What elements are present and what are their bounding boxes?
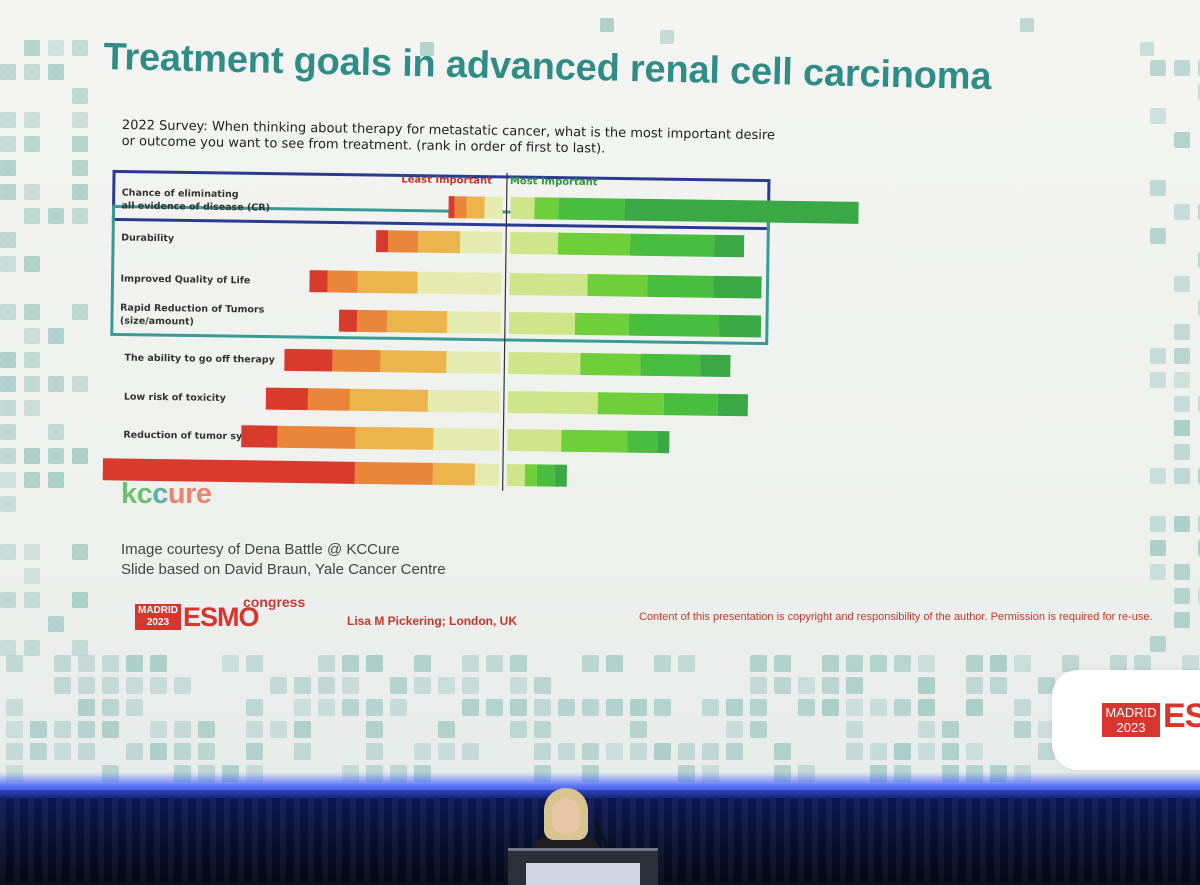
bar-segment-right <box>558 197 625 221</box>
bar-segment-right <box>507 428 562 452</box>
bar-segment-right <box>557 232 631 256</box>
bar-segment-left <box>459 231 503 254</box>
esmo-madrid-text: MADRID <box>138 605 178 616</box>
bar-segment-right <box>700 354 731 378</box>
corner-esmo-wordmark: ESM <box>1163 697 1200 735</box>
category-label: The ability to go off therapy <box>124 353 275 366</box>
bar-segment-right <box>647 274 714 298</box>
most-important-label: Most Important <box>510 176 598 188</box>
least-important-label: Least Important <box>401 174 492 186</box>
bar-segment-right <box>509 231 559 255</box>
bar-segment-right <box>507 390 599 415</box>
bar-segment-left <box>265 387 309 411</box>
bar-segment-right <box>718 314 762 338</box>
bar-segment-left <box>454 196 467 219</box>
bar-segment-right <box>597 392 665 416</box>
bar-segment-left <box>433 427 500 451</box>
bar-segment-right <box>509 272 588 297</box>
bar-segment-right <box>627 430 658 454</box>
highlight-box-1 <box>110 204 771 346</box>
slide-source-credit: Slide based on David Braun, Yale Cancer … <box>121 561 446 578</box>
bar-segment-right <box>657 431 670 454</box>
bar-segment-left <box>375 230 389 253</box>
bar-segment-left <box>327 270 358 293</box>
bar-segment-left <box>417 230 461 254</box>
bar-segment-left <box>284 348 333 372</box>
bar-segment-right <box>640 353 701 377</box>
bar-segment-left <box>484 196 503 219</box>
category-label: Improved Quality of Life <box>120 274 250 287</box>
bar-segment-left <box>448 196 455 219</box>
center-axis-line <box>502 172 508 491</box>
podium-monitor <box>526 863 640 885</box>
esmo-congress-text: congress <box>243 594 306 610</box>
category-label: Low risk of toxicity <box>124 392 227 404</box>
bar-segment-left <box>474 463 499 486</box>
bar-segment-right <box>508 351 581 375</box>
esmo-year-text: 2023 <box>146 617 170 628</box>
bar-segment-left <box>466 196 485 219</box>
category-label: (size/amount) <box>120 316 194 328</box>
bar-segment-right <box>628 313 720 337</box>
bar-segment-right <box>717 393 748 417</box>
bar-segment-left <box>241 425 278 448</box>
bar-segment-right <box>663 393 718 416</box>
kccure-logo: kccure <box>121 478 212 510</box>
category-label: Chance of eliminating <box>122 188 239 201</box>
esmo-wordmark: ESMO <box>183 602 260 632</box>
bar-segment-right <box>506 463 525 487</box>
category-label: Rapid Reduction of Tumors <box>120 303 265 316</box>
bar-segment-left <box>417 271 502 295</box>
bar-segment-right <box>510 196 535 220</box>
category-label: Durability <box>121 233 175 245</box>
bar-segment-right <box>536 464 555 487</box>
bar-segment-left <box>357 270 418 294</box>
bar-segment-right <box>534 197 559 220</box>
bar-segment-left <box>387 230 419 253</box>
category-label: all evidence of disease (CR) <box>121 201 270 214</box>
bar-segment-left <box>432 462 475 486</box>
bar-segment-right <box>580 352 641 376</box>
bar-segment-left <box>332 349 381 373</box>
bar-segment-left <box>355 426 434 450</box>
image-credit: Image courtesy of Dena Battle @ KCCure <box>121 541 400 558</box>
corner-madrid-text: MADRID <box>1105 705 1157 720</box>
bar-segment-right <box>713 234 745 258</box>
esmo-madrid-badge: MADRID 2023 <box>135 604 181 630</box>
bar-segment-right <box>574 312 630 336</box>
corner-year-text: 2023 <box>1116 720 1146 735</box>
bar-segment-right <box>561 429 628 453</box>
bar-segment-left <box>307 388 351 411</box>
speaker-face <box>552 798 580 834</box>
bar-segment-left <box>380 350 447 374</box>
bar-segment-right <box>587 274 648 297</box>
bar-segment-left <box>277 425 356 449</box>
bar-segment-right <box>624 198 859 224</box>
bar-segment-left <box>427 389 501 413</box>
bar-segment-right <box>524 464 537 487</box>
bar-segment-left <box>446 311 502 334</box>
bar-segment-left <box>102 458 356 484</box>
podium <box>508 848 658 885</box>
presenter-name: Lisa M Pickering; London, UK <box>347 614 518 628</box>
bar-segment-left <box>354 461 434 485</box>
corner-madrid-badge: MADRID 2023 <box>1102 703 1160 737</box>
bar-segment-left <box>349 388 429 412</box>
screen-edge-glow <box>0 772 1200 798</box>
bar-segment-right <box>713 275 762 299</box>
bar-segment-right <box>508 311 576 335</box>
bar-segment-right <box>629 233 715 257</box>
esmo-congress-logo: MADRID 2023 ESMO congress <box>135 594 306 632</box>
bar-segment-right <box>554 464 567 487</box>
bar-segment-left <box>386 310 448 334</box>
projection-screen: Treatment goals in advanced renal cell c… <box>0 0 1200 790</box>
bar-segment-left <box>356 309 388 333</box>
bar-segment-left <box>446 351 501 374</box>
copyright-notice: Content of this presentation is copyrigh… <box>639 611 1153 623</box>
bar-segment-left <box>309 270 328 293</box>
bar-segment-left <box>338 309 358 332</box>
